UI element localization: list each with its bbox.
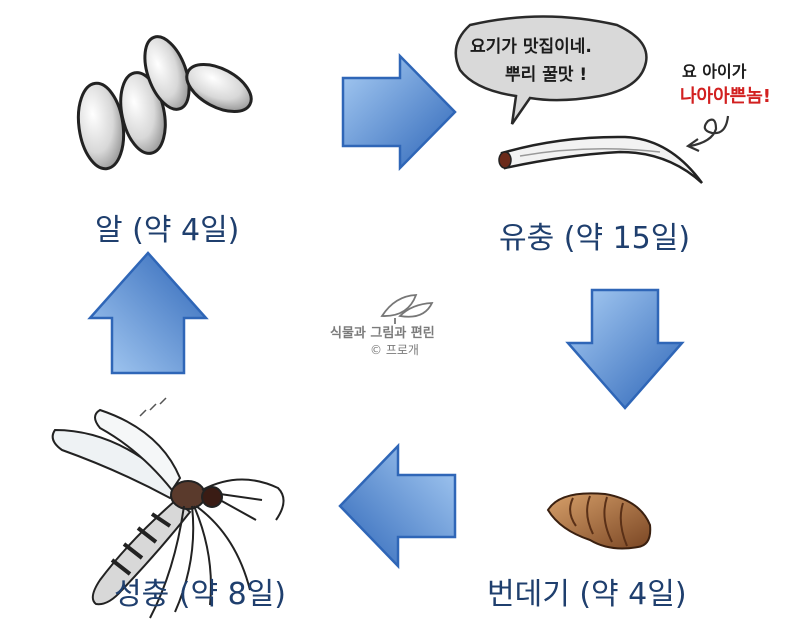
- arrow-left: [338, 442, 457, 570]
- stage-label-larva: 유충 (약 15일): [499, 221, 691, 256]
- larva-head: [498, 151, 512, 169]
- wing: [51, 428, 180, 500]
- arrow-up: [87, 251, 209, 375]
- pupa: [546, 492, 652, 550]
- legs: [149, 478, 285, 619]
- leaf-logo-icon: [380, 294, 434, 324]
- stage-label-egg: 알 (약 4일): [95, 213, 240, 248]
- egg: [143, 35, 191, 111]
- watermark-title: 식물과 그림과 편린: [330, 326, 435, 341]
- wing: [94, 408, 182, 492]
- stage-label-pupa: 번데기 (약 4일): [487, 577, 687, 612]
- mosquito: [51, 397, 285, 619]
- arrow-down: [565, 288, 685, 410]
- mosquito-head: [201, 486, 223, 508]
- larva: [498, 135, 704, 184]
- arrow-right: [341, 52, 457, 172]
- egg: [185, 63, 253, 113]
- speech-line-2: 뿌리 꿀맛 !: [505, 65, 588, 85]
- side-note-line-2: 나아아쁜놈!: [680, 86, 772, 107]
- speech-bubble: [454, 15, 648, 125]
- watermark-credit: © 프로개: [370, 343, 419, 357]
- pointer-arrow: [689, 115, 730, 148]
- speech-line-1: 요기가 맛집이네.: [470, 37, 592, 57]
- side-note-line-1: 요 아이가: [682, 62, 747, 81]
- egg-cluster: [76, 35, 253, 171]
- stage-label-adult: 성충 (약 8일): [114, 577, 286, 612]
- abdomen: [91, 498, 192, 606]
- thorax: [170, 480, 206, 510]
